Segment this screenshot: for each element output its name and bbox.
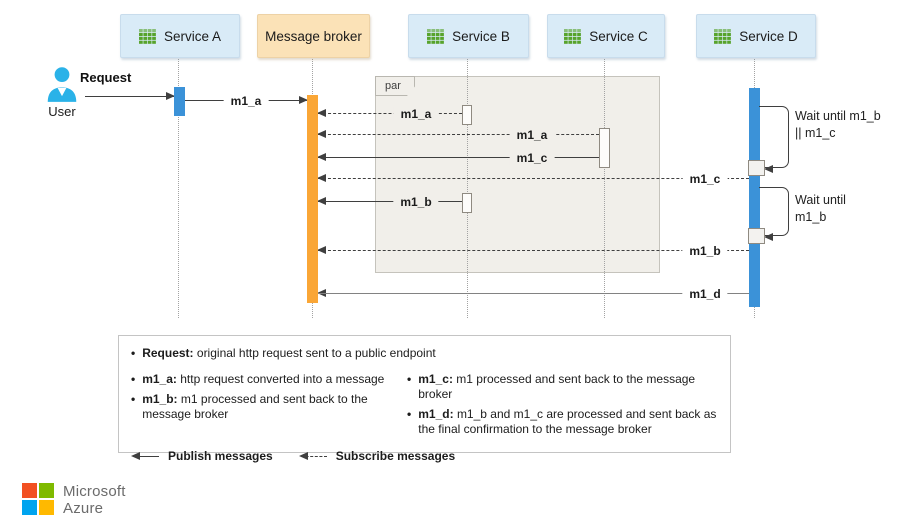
legend-desc: m1_b and m1_c are processed and sent bac… — [418, 407, 717, 436]
message-label: m1_c — [682, 172, 728, 186]
bullet-icon — [407, 372, 411, 402]
publish-arrow-label: Publish messages — [168, 449, 273, 463]
bullet-icon — [131, 346, 135, 361]
wait-bracket-2 — [759, 187, 789, 241]
legend-desc: http request converted into a message — [180, 372, 385, 386]
green-grid-icon — [714, 28, 732, 44]
message-label: m1_d — [682, 287, 728, 301]
activation-service-a — [174, 87, 185, 116]
wait-note-line: || m1_c — [795, 126, 836, 140]
message-label: m1_c — [509, 151, 555, 165]
lifeline-service-b — [467, 56, 468, 318]
participant-service-c: Service C — [547, 14, 665, 58]
wait-marker-2 — [748, 228, 765, 244]
microsoft-logo-icon — [22, 483, 54, 515]
bullet-icon — [131, 392, 135, 422]
wait-note-line: Wait until — [795, 193, 846, 207]
activation-service-d — [749, 88, 760, 307]
wait-bracket-1 — [759, 106, 789, 173]
request-label: Request — [80, 70, 132, 85]
subscribe-arrow-icon — [298, 452, 327, 460]
legend-term: Request: — [142, 346, 194, 360]
legend-item-m1d: m1_d: m1_b and m1_c are processed and se… — [407, 407, 718, 437]
microsoft-azure-logo: Microsoft Azure — [22, 483, 126, 517]
green-grid-icon — [139, 28, 156, 44]
legend-box: Request: original http request sent to a… — [118, 335, 731, 463]
publish-arrow-icon — [131, 452, 159, 460]
legend-term: m1_b: — [142, 392, 178, 406]
legend-term: m1_a: — [142, 372, 177, 386]
legend-item-request: Request: original http request sent to a… — [131, 346, 718, 361]
bullet-icon — [407, 407, 411, 437]
participant-service-d: Service D — [696, 14, 816, 58]
legend-item-m1a: m1_a: http request converted into a mess… — [131, 372, 393, 387]
legend-desc: m1 processed and sent back to the messag… — [142, 392, 368, 421]
bullet-icon — [131, 372, 135, 387]
activation-service-b-1 — [462, 105, 472, 125]
legend-arrow-key: Publish messages Subscribe messages — [131, 449, 718, 464]
activation-service-c-1 — [599, 128, 610, 168]
participant-service-a: Service A — [120, 14, 240, 58]
legend-desc: m1 processed and sent back to the messag… — [418, 372, 696, 401]
wait-marker-1 — [748, 160, 765, 176]
activation-service-b-2 — [462, 193, 472, 213]
participant-label: Message broker — [265, 28, 362, 44]
par-frame: par — [375, 76, 660, 273]
par-frame-label: par — [385, 80, 401, 92]
legend-desc: original http request sent to a public e… — [196, 346, 436, 360]
message-label: m1_a — [223, 94, 269, 108]
lifeline-service-a — [178, 56, 179, 318]
message-label: m1_b — [393, 195, 439, 209]
legend-item-m1b: m1_b: m1 processed and sent back to the … — [131, 392, 393, 422]
message-label: m1_a — [509, 128, 555, 142]
brand-name-azure: Azure — [63, 500, 104, 517]
participant-label: Service D — [739, 28, 798, 44]
subscribe-arrow-label: Subscribe messages — [335, 449, 456, 463]
legend-term: m1_c: — [418, 372, 453, 386]
green-grid-icon — [427, 28, 444, 44]
participant-message-broker: Message broker — [257, 14, 370, 58]
participant-label: Service A — [163, 28, 222, 44]
wait-note-line: m1_b — [795, 210, 827, 224]
wait-note-line: Wait until m1_b — [795, 109, 881, 123]
participant-service-b: Service B — [408, 14, 529, 58]
message-label: m1_a — [393, 107, 439, 121]
legend-item-m1c: m1_c: m1 processed and sent back to the … — [407, 372, 718, 402]
participant-label: Service B — [452, 28, 510, 44]
activation-message-broker — [307, 95, 318, 303]
actor-label: User — [48, 104, 76, 119]
brand-name-microsoft: Microsoft — [63, 483, 126, 500]
participant-label: Service C — [589, 28, 648, 44]
person-icon — [44, 66, 80, 109]
wait-note-2: Wait until m1_b — [795, 192, 846, 226]
message-label: m1_b — [682, 244, 728, 258]
wait-note-1: Wait until m1_b || m1_c — [795, 108, 881, 142]
green-grid-icon — [564, 28, 582, 44]
lifeline-service-c — [604, 56, 605, 318]
par-frame-tab: par — [375, 76, 415, 96]
legend-term: m1_d: — [418, 407, 454, 421]
